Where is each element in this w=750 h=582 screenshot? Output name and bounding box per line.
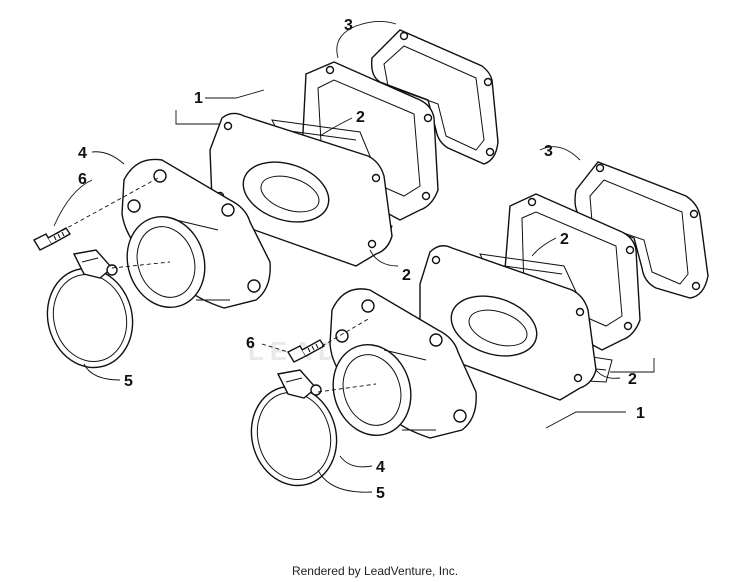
spacer-plate-top <box>209 112 393 267</box>
callout-2-bottom-b: 2 <box>628 371 637 388</box>
callout-4-top: 4 <box>78 145 87 162</box>
callout-3-bottom: 3 <box>544 143 553 160</box>
gasket-top <box>370 29 499 165</box>
bolt-top <box>33 227 72 251</box>
callout-1-top: 1 <box>194 90 203 107</box>
spacer-plate-bottom <box>419 245 597 401</box>
callout-2-bottom-a: 2 <box>560 231 569 248</box>
callout-6-bottom: 6 <box>246 335 255 352</box>
callout-6-top: 6 <box>78 171 87 188</box>
footer-credit: Rendered by LeadVenture, Inc. <box>291 564 459 578</box>
intake-boot-bottom <box>329 288 477 439</box>
callout-4-bottom: 4 <box>376 459 385 476</box>
bolt-bottom <box>287 339 326 363</box>
intake-boot-top <box>121 158 271 309</box>
callout-2-top-a: 2 <box>356 109 365 126</box>
hose-clamp-bottom <box>250 369 338 487</box>
callout-2-top-b: 2 <box>402 267 411 284</box>
hose-clamp-top <box>46 249 134 369</box>
callout-5-left: 5 <box>124 373 133 390</box>
callout-3-top: 3 <box>344 17 353 34</box>
callout-5-bottom: 5 <box>376 485 385 502</box>
callout-1-bottom: 1 <box>636 405 645 422</box>
leader-lines <box>53 21 655 493</box>
